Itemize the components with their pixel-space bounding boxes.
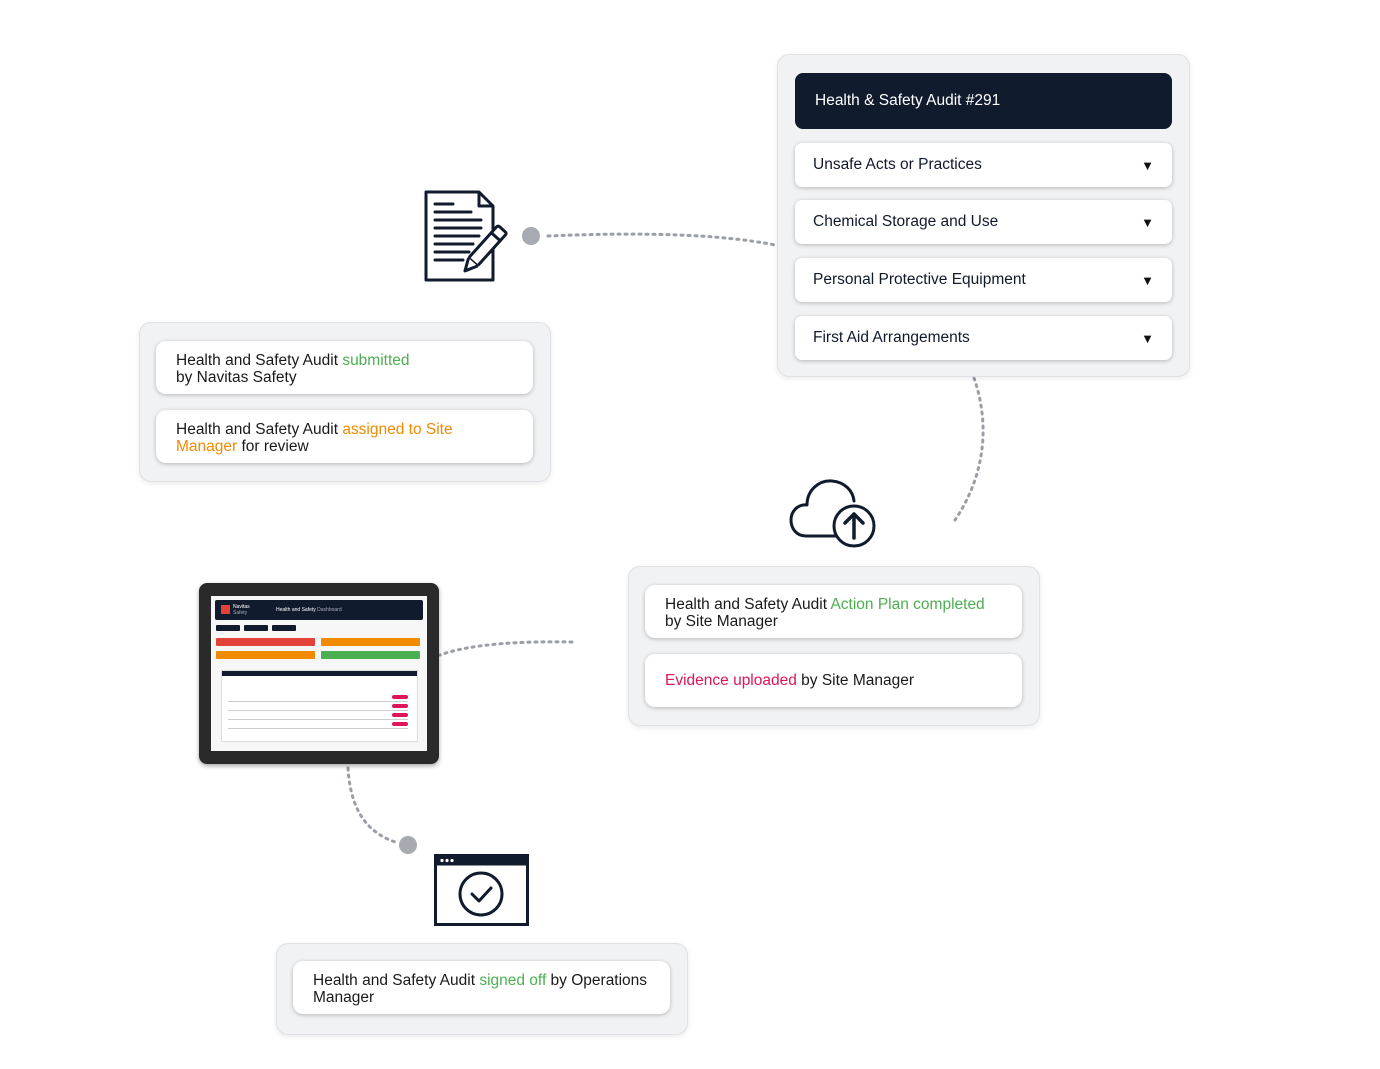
audit-title: Health & Safety Audit #291	[815, 92, 1001, 109]
event-text: for review	[237, 438, 309, 455]
section-label: Unsafe Acts or Practices	[813, 156, 982, 173]
audit-title-bar: Health & Safety Audit #291	[795, 73, 1172, 129]
event-action-plan: Health and Safety Audit Action Plan comp…	[645, 585, 1022, 638]
row-badge	[392, 695, 408, 699]
status-bar-red	[216, 638, 315, 646]
event-text: Health and Safety Audit	[176, 421, 343, 438]
table-row	[228, 728, 408, 729]
filter-chip	[272, 625, 296, 631]
connector-dot	[399, 836, 417, 854]
event-submitted: Health and Safety Audit submitted by Nav…	[156, 341, 533, 394]
browser-check-icon	[434, 854, 529, 926]
status-panel-action: Health and Safety Audit Action Plan comp…	[628, 566, 1040, 726]
caret-down-icon: ▼	[1141, 272, 1154, 288]
section-label: First Aid Arrangements	[813, 329, 970, 346]
table-row	[228, 701, 408, 702]
status-bar-green	[321, 651, 420, 659]
event-signed-off: Health and Safety Audit signed off by Op…	[293, 961, 670, 1014]
event-highlight: signed off	[479, 972, 547, 989]
event-highlight: assigned to Site Manager	[176, 421, 453, 455]
brand-text: Navitas	[233, 604, 250, 610]
event-text: by Site Manager	[665, 613, 778, 630]
connector-dot	[522, 227, 540, 245]
event-highlight: Action Plan completed	[830, 596, 985, 613]
event-assigned: Health and Safety Audit assigned to Site…	[156, 410, 533, 463]
event-text: by Operations Manager	[313, 972, 648, 1006]
audit-panel: Health & Safety Audit #291 Unsafe Acts o…	[777, 54, 1190, 377]
status-bar-orange	[321, 638, 420, 646]
status-bar-orange	[216, 651, 315, 659]
status-panel-signoff: Health and Safety Audit signed off by Op…	[276, 943, 688, 1035]
header-text: Health and Safety	[276, 607, 316, 613]
table-row	[228, 710, 408, 711]
table-row	[228, 719, 408, 720]
cloud-upload-icon	[789, 479, 876, 548]
caret-down-icon: ▼	[1141, 157, 1154, 173]
filter-chip	[244, 625, 268, 631]
brand-logo-icon	[221, 605, 230, 614]
event-highlight: submitted	[342, 352, 410, 369]
section-dropdown-chemical-storage[interactable]: Chemical Storage and Use ▼	[795, 200, 1172, 244]
section-dropdown-ppe[interactable]: Personal Protective Equipment ▼	[795, 258, 1172, 302]
dashboard-title: Health and Safety Dashboard	[276, 607, 342, 613]
caret-down-icon: ▼	[1141, 330, 1154, 346]
event-evidence: Evidence uploaded by Site Manager	[645, 654, 1022, 707]
event-text: by Navitas Safety	[176, 369, 297, 386]
brand-sub: Safety	[233, 610, 248, 616]
row-badge	[392, 704, 408, 708]
table-header	[222, 671, 417, 676]
audit-table	[221, 670, 418, 742]
status-panel-review: Health and Safety Audit submitted by Nav…	[139, 322, 551, 482]
section-label: Chemical Storage and Use	[813, 213, 999, 230]
row-badge	[392, 713, 408, 717]
caret-down-icon: ▼	[1141, 214, 1154, 230]
event-text: Health and Safety Audit	[176, 352, 343, 369]
section-label: Personal Protective Equipment	[813, 271, 1026, 288]
event-highlight: Evidence uploaded	[665, 672, 797, 689]
section-dropdown-unsafe-acts[interactable]: Unsafe Acts or Practices ▼	[795, 143, 1172, 187]
document-pen-icon	[424, 190, 508, 282]
event-text: by Site Manager	[796, 672, 915, 689]
section-dropdown-first-aid[interactable]: First Aid Arrangements ▼	[795, 316, 1172, 360]
event-text: Health and Safety Audit	[313, 972, 480, 989]
row-badge	[392, 722, 408, 726]
event-text: Health and Safety Audit	[665, 596, 831, 613]
header-sub: Dashboard	[317, 607, 342, 613]
filter-chip	[216, 625, 240, 631]
